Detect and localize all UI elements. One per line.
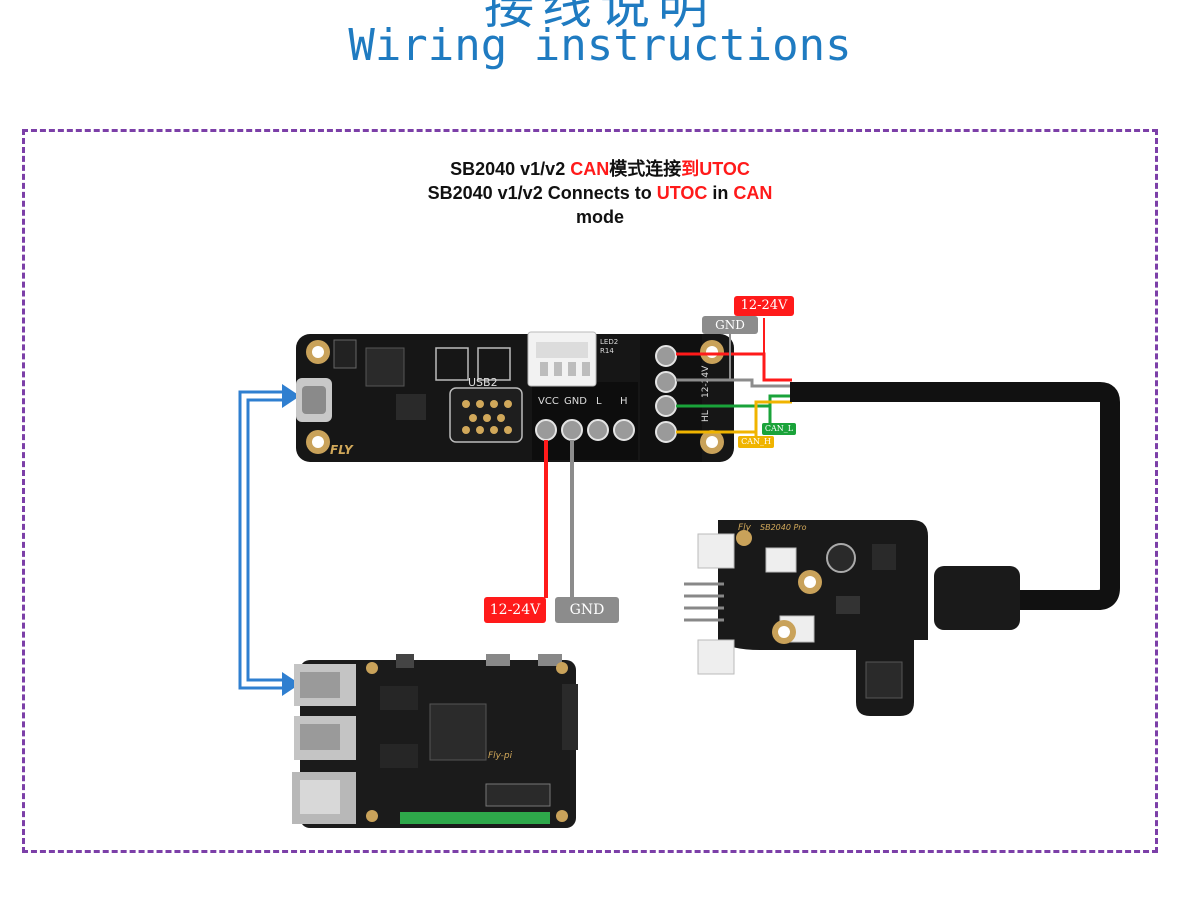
diagram-title-line1: SB2040 v1/v2 CAN模式连接到UTOC: [450, 159, 750, 179]
tag-power-top: 12-24V: [734, 296, 794, 316]
diagram-title-line3: mode: [575, 207, 624, 227]
can-cable: [790, 382, 1120, 630]
hl-label: HL: [701, 410, 711, 422]
diagram-frame: [22, 129, 1158, 853]
tag-gnd-top: GND: [702, 316, 758, 334]
diagram-title-line2: SB2040 v1/v2 Connects to UTOC in CAN: [427, 183, 773, 203]
r14-label: R14: [600, 347, 614, 355]
fly-pi-board: Fly-pi: [292, 654, 578, 828]
title-english: Wiring instructions: [348, 20, 852, 71]
usb-plug: [934, 566, 1020, 630]
utoc-board: Fly SB2040 Pro: [684, 520, 928, 716]
fly-logo: FLY: [330, 443, 354, 457]
gnd-label: GND: [564, 396, 587, 407]
utoc-logo: Fly: [738, 523, 752, 533]
title-chinese: 接线说明: [484, 0, 716, 35]
h-label: H: [620, 396, 628, 407]
tag-power-bottom: 12-24V: [484, 597, 546, 623]
tag-gnd-bottom: GND: [555, 597, 619, 623]
tag-can-l: CAN_L: [762, 423, 796, 435]
vcc-label: VCC: [538, 396, 559, 407]
can-wires: [676, 318, 792, 438]
power-wires: [544, 440, 574, 598]
fly-pi-logo: Fly-pi: [488, 751, 513, 761]
l-label: L: [596, 396, 602, 407]
usb-link-arrow: [238, 384, 300, 696]
sb2040-board: USB2 VCC GND L H LED2 R14 FLY HL 12-24V: [296, 331, 734, 462]
usb2-label: USB2: [468, 376, 498, 389]
tag-can-h: CAN_H: [738, 436, 774, 448]
utoc-model: SB2040 Pro: [760, 523, 807, 532]
led2-label: LED2: [600, 338, 618, 346]
